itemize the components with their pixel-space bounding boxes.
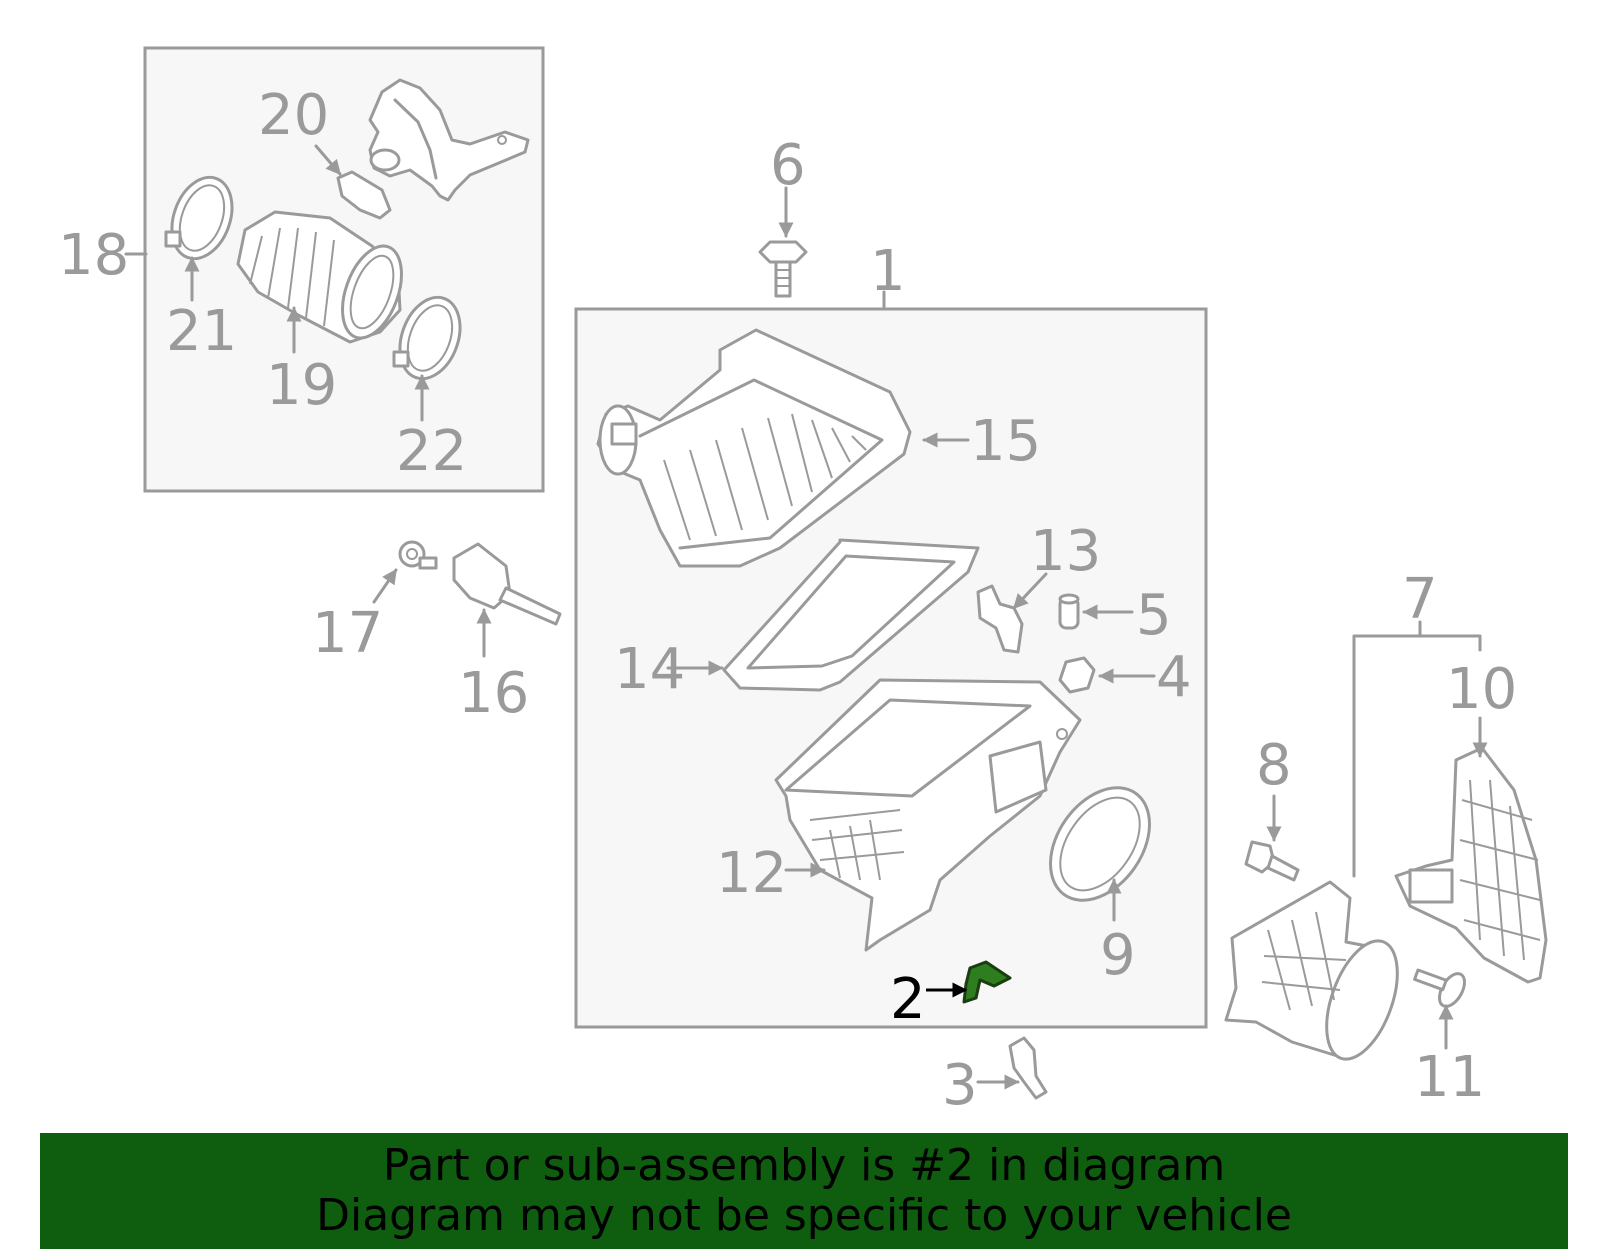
- callout-14: 14: [614, 637, 685, 702]
- callout-20: 20: [258, 83, 329, 148]
- upper-housing-15: [596, 328, 912, 568]
- callout-18: 18: [58, 223, 129, 288]
- shroud-10: [1394, 746, 1548, 984]
- callout-19: 19: [266, 353, 337, 418]
- seal-9: [1049, 786, 1151, 902]
- leader-lines: [124, 144, 1488, 1090]
- callout-13: 13: [1030, 519, 1101, 584]
- intake-hose-19: [236, 210, 403, 344]
- clip-3: [1008, 1036, 1048, 1100]
- callout-3: 3: [942, 1053, 978, 1118]
- duct-7: [1224, 880, 1399, 1061]
- gasket-20: [336, 170, 392, 220]
- filter-element-14: [722, 538, 980, 692]
- callout-17: 17: [312, 601, 383, 666]
- callout-10: 10: [1446, 657, 1517, 722]
- banner-line-part: Part or sub-assembly is #2 in diagram: [382, 1140, 1226, 1191]
- callout-21: 21: [166, 299, 237, 364]
- sensor-16: [452, 542, 562, 626]
- screw-17: [398, 540, 438, 570]
- bolt-8: [1244, 840, 1300, 882]
- callout-1: 1: [870, 239, 906, 304]
- callout-9: 9: [1100, 923, 1136, 988]
- lower-housing-12: [774, 678, 1082, 952]
- nut-4: [1058, 656, 1096, 694]
- pin-11: [1413, 968, 1466, 1008]
- callout-5: 5: [1136, 583, 1172, 648]
- callout-6: 6: [770, 133, 806, 198]
- callout-4: 4: [1156, 645, 1192, 710]
- resonator-duct: [368, 78, 530, 202]
- callout-11: 11: [1414, 1045, 1485, 1110]
- grommet-5: [1058, 593, 1080, 630]
- callout-12: 12: [716, 841, 787, 906]
- bolt-6: [758, 240, 808, 298]
- banner-line-disclaimer: Diagram may not be specific to your vehi…: [316, 1190, 1292, 1241]
- callout-8: 8: [1256, 733, 1292, 798]
- callout-15: 15: [970, 409, 1041, 474]
- callout-22: 22: [396, 419, 467, 484]
- info-banner: Part or sub-assembly is #2 in diagram Di…: [40, 1133, 1568, 1249]
- callout-2: 2: [890, 967, 926, 1032]
- callout-7: 7: [1402, 567, 1438, 632]
- callout-16: 16: [458, 661, 529, 726]
- clamp-21: [164, 175, 234, 261]
- bracket-13: [976, 584, 1024, 654]
